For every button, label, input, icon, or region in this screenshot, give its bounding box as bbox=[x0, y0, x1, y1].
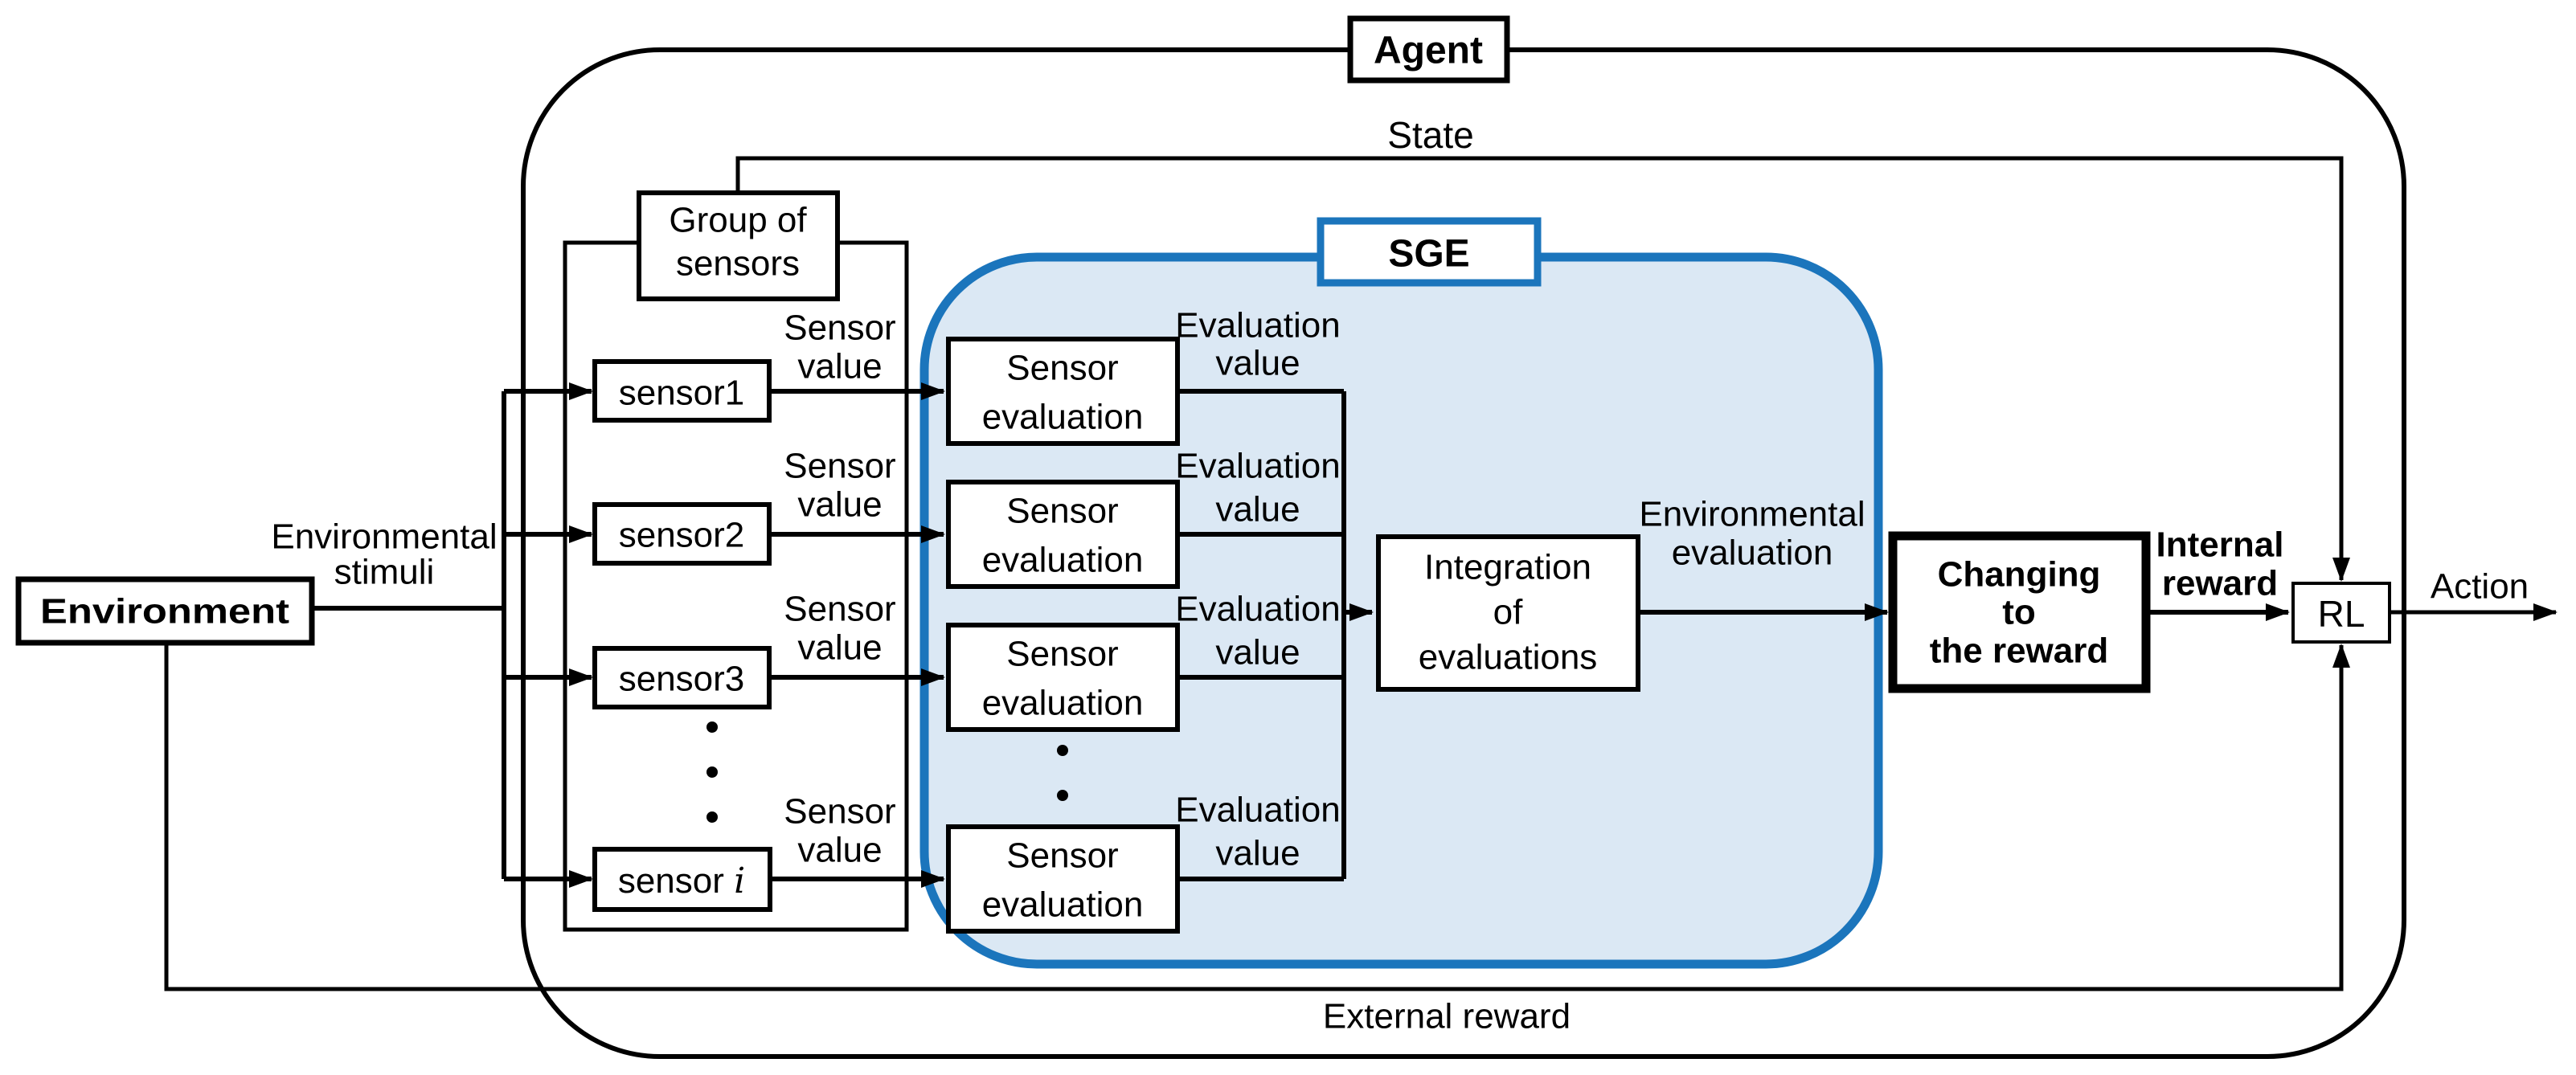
svg-text:Sensor: Sensor bbox=[784, 590, 895, 629]
svg-text:evaluation: evaluation bbox=[982, 398, 1144, 437]
rl-rect bbox=[2291, 582, 2391, 644]
svg-text:evaluations: evaluations bbox=[1419, 638, 1598, 677]
sensor2-box: sensor2 bbox=[592, 502, 772, 566]
svg-text:value: value bbox=[1215, 834, 1300, 873]
sensor-value-label-2: Sensor value bbox=[784, 447, 895, 525]
svg-text:Sensor: Sensor bbox=[784, 309, 895, 348]
state-line bbox=[735, 156, 2350, 582]
svg-text:Evaluation: Evaluation bbox=[1175, 791, 1340, 830]
sensor-value-label-4: Sensor value bbox=[784, 792, 895, 870]
agent-label-box: Agent bbox=[1347, 15, 1510, 84]
sensor2-rect bbox=[592, 502, 772, 566]
svg-text:Sensor: Sensor bbox=[1006, 635, 1118, 674]
sensor-value-label-3: Sensor value bbox=[784, 590, 895, 668]
svg-text:evaluation: evaluation bbox=[982, 541, 1144, 580]
environmental-evaluation-line2: evaluation bbox=[1672, 533, 1833, 573]
sensor-evaluation-box-4: Sensor evaluation bbox=[946, 824, 1180, 934]
rl-label: RL bbox=[2318, 593, 2365, 635]
sensor-evaluation-box-2: Sensor evaluation bbox=[946, 480, 1180, 589]
svg-text:value: value bbox=[797, 831, 882, 870]
rl-box: RL bbox=[2291, 582, 2391, 644]
evaluation-value-label-4: Evaluation value bbox=[1175, 791, 1340, 873]
sensor1-label: sensor1 bbox=[619, 374, 745, 413]
sensor3-box: sensor3 bbox=[592, 646, 772, 709]
group-of-sensors-rect bbox=[637, 190, 840, 301]
svg-text:to: to bbox=[2002, 593, 2036, 632]
svg-text:evaluation: evaluation bbox=[982, 885, 1144, 925]
external-reward-line bbox=[164, 643, 2350, 991]
changing-to-reward-rect bbox=[1888, 531, 2151, 693]
sensor-ellipsis-dot bbox=[706, 811, 718, 823]
external-reward-label: External reward bbox=[1323, 997, 1571, 1036]
sensor-ellipsis-dot bbox=[706, 721, 718, 733]
sensor-evaluation-rect-3 bbox=[946, 623, 1180, 732]
svg-text:Sensor: Sensor bbox=[1006, 492, 1118, 531]
internal-reward-line2: reward bbox=[2162, 564, 2278, 603]
svg-text:Integration: Integration bbox=[1424, 548, 1591, 587]
sensor2-label: sensor2 bbox=[619, 516, 745, 555]
evaluation-ellipsis-dot bbox=[1057, 790, 1068, 801]
evaluation-ellipsis-dot bbox=[1057, 745, 1068, 756]
environment-label: Environment bbox=[40, 592, 289, 632]
sensor-group-container bbox=[563, 240, 909, 932]
group-of-sensors-label-box: Group of sensors bbox=[637, 190, 840, 301]
svg-text:of: of bbox=[1493, 593, 1523, 632]
sge-label-box: SGE bbox=[1317, 217, 1542, 287]
svg-text:value: value bbox=[1215, 344, 1300, 383]
svg-text:Evaluation: Evaluation bbox=[1175, 447, 1340, 486]
integration-rect bbox=[1376, 534, 1640, 692]
sensor-value-label-1: Sensor value bbox=[784, 309, 895, 386]
svg-text:evaluation: evaluation bbox=[982, 684, 1144, 723]
environment-box: Environment bbox=[15, 576, 315, 646]
svg-text:Changing: Changing bbox=[1938, 555, 2101, 595]
internal-reward-line1: Internal bbox=[2156, 525, 2284, 565]
action-label: Action bbox=[2431, 567, 2529, 607]
svg-text:value: value bbox=[797, 485, 882, 525]
stimuli-label-line2: stimuli bbox=[334, 553, 435, 592]
evaluation-value-label-3: Evaluation value bbox=[1175, 590, 1340, 672]
svg-text:value: value bbox=[797, 628, 882, 668]
sensor-evaluation-rect-1 bbox=[946, 337, 1180, 446]
sge-label-rect bbox=[1317, 217, 1542, 287]
sensor-i-box: sensor i bbox=[592, 847, 772, 912]
agent-label-rect bbox=[1347, 15, 1510, 84]
evaluation-value-label-1: Evaluation value bbox=[1175, 306, 1340, 383]
svg-text:value: value bbox=[797, 347, 882, 386]
changing-to-reward-box: Changing to the reward bbox=[1888, 531, 2151, 693]
sensor-i-label: sensor i bbox=[618, 860, 745, 901]
svg-text:Evaluation: Evaluation bbox=[1175, 590, 1340, 629]
group-of-sensors-line2: sensors bbox=[676, 244, 800, 284]
svg-text:value: value bbox=[1215, 490, 1300, 529]
environment-rect bbox=[15, 576, 315, 646]
svg-text:value: value bbox=[1215, 633, 1300, 672]
sensor3-label: sensor3 bbox=[619, 660, 745, 699]
stimuli-label-line1: Environmental bbox=[271, 517, 497, 557]
sensor-evaluation-box-1: Sensor evaluation bbox=[946, 337, 1180, 446]
agent-label: Agent bbox=[1374, 30, 1483, 72]
evaluation-value-label-2: Evaluation value bbox=[1175, 447, 1340, 529]
environmental-evaluation-line1: Environmental bbox=[1639, 495, 1865, 534]
sge-label: SGE bbox=[1388, 233, 1469, 276]
integration-box: Integration of evaluations bbox=[1376, 534, 1640, 692]
svg-text:Evaluation: Evaluation bbox=[1175, 306, 1340, 345]
sensor-evaluation-rect-2 bbox=[946, 480, 1180, 589]
svg-text:Sensor: Sensor bbox=[784, 792, 895, 832]
svg-text:Sensor: Sensor bbox=[1006, 349, 1118, 388]
svg-text:Sensor: Sensor bbox=[1006, 836, 1118, 876]
sensor1-box: sensor1 bbox=[592, 359, 772, 423]
state-label: State bbox=[1387, 114, 1473, 156]
svg-text:the reward: the reward bbox=[1930, 632, 2109, 671]
svg-text:Sensor: Sensor bbox=[784, 447, 895, 486]
sensor-ellipsis-dot bbox=[706, 766, 718, 778]
sensor-evaluation-rect-4 bbox=[946, 824, 1180, 934]
sensor-evaluation-box-3: Sensor evaluation bbox=[946, 623, 1180, 732]
group-of-sensors-line1: Group of bbox=[669, 201, 807, 240]
